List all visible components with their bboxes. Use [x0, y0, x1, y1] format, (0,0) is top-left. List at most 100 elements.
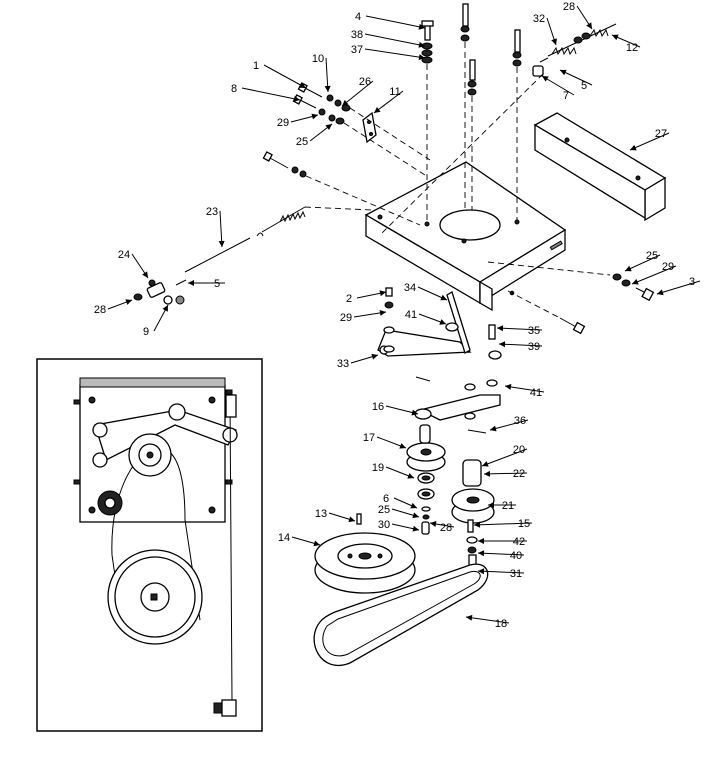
callout-leader-c29b: [631, 265, 677, 285]
callout-arrow-c41a: [439, 319, 446, 325]
callout-arrow-c14: [313, 540, 320, 547]
callout-number-c15: 15: [518, 518, 530, 530]
callout-leader-c4: [365, 15, 426, 29]
callout-number-c9: 9: [143, 326, 149, 338]
callout-arrow-c29a: [311, 113, 318, 120]
callout-leader-c8: [241, 87, 301, 101]
callout-leader-c11: [373, 90, 404, 114]
assembled-inset: [36, 358, 263, 732]
callout-number-c25b: 25: [646, 250, 658, 262]
callout-number-c29b: 29: [662, 261, 674, 273]
callout-number-c28c: 28: [440, 522, 452, 534]
callout-arrow-c40: [478, 550, 485, 557]
callout-leader-c38: [364, 33, 426, 47]
right-bolt-hardware: [487, 261, 655, 302]
pulley-17: [406, 424, 446, 472]
callout-number-c42: 42: [513, 536, 525, 548]
callout-number-c40: 40: [510, 550, 522, 562]
callout-arrow-c8: [293, 95, 300, 102]
callout-number-c12: 12: [626, 42, 638, 54]
callout-arrow-c5b: [188, 280, 194, 286]
callout-arrow-c16: [411, 409, 418, 416]
callout-leader-c35: [496, 327, 543, 331]
callout-leader-c36: [489, 419, 529, 431]
callout-arrow-c34: [440, 294, 447, 301]
callout-number-c7: 7: [563, 90, 569, 102]
callout-number-c24: 24: [118, 249, 130, 261]
callout-number-c10: 10: [312, 53, 324, 65]
callout-arrow-c37: [418, 54, 425, 61]
callout-arrow-c13: [348, 516, 355, 523]
callout-arrow-c23: [218, 240, 225, 247]
callout-number-c38: 38: [351, 29, 363, 41]
callout-leader-c22: [483, 472, 528, 475]
callout-leader-c37: [364, 48, 426, 59]
callout-arrow-c36: [490, 425, 497, 432]
callout-number-c28b: 28: [94, 304, 106, 316]
callout-arrow-c21: [488, 502, 494, 508]
callout-leader-c18: [465, 616, 510, 624]
bracket-11: [362, 111, 377, 144]
callout-arrow-c28b: [125, 299, 132, 305]
callout-arrow-c17: [399, 443, 406, 449]
callout-number-c35: 35: [528, 325, 540, 337]
callout-arrow-c15: [474, 521, 481, 528]
callout-arrow-c41b: [505, 383, 512, 390]
callout-arrow-c27: [630, 144, 637, 151]
callout-number-c33: 33: [337, 358, 349, 370]
callout-arrow-c28a: [586, 22, 592, 29]
callout-number-c1: 1: [253, 60, 259, 72]
callout-arrow-c7: [542, 76, 549, 82]
callout-arrow-c20: [482, 461, 489, 467]
bearings-19: [356, 472, 435, 535]
callout-number-c20: 20: [513, 444, 525, 456]
callout-leader-c20: [481, 448, 528, 467]
callout-leader-c40: [477, 552, 525, 556]
callout-arrow-c6: [410, 502, 417, 509]
callout-arrow-c2: [379, 290, 386, 297]
callout-number-c6: 6: [383, 493, 389, 505]
callout-leader-c27: [629, 132, 670, 151]
callout-number-c28a: 28: [563, 1, 575, 13]
callout-arrow-c10: [324, 85, 331, 92]
callout-number-c37: 37: [351, 44, 363, 56]
mounting-plate: [364, 161, 567, 312]
callout-number-c22: 22: [513, 468, 525, 480]
callout-arrow-c33: [371, 353, 378, 360]
callout-leader-c26: [341, 80, 374, 107]
callout-number-c23: 23: [206, 206, 218, 218]
clevis-24: [133, 279, 187, 305]
callout-arrow-c25c: [412, 512, 419, 519]
pulley-21: [451, 459, 495, 568]
callout-leader-c23: [219, 210, 223, 248]
callout-arrow-c30: [412, 525, 419, 532]
callout-number-c4: 4: [355, 11, 361, 23]
callout-number-c27: 27: [655, 128, 667, 140]
callout-number-c21: 21: [502, 500, 514, 512]
callout-number-c25c: 25: [378, 504, 390, 516]
callout-leader-c39: [498, 343, 543, 347]
callout-leader-c41b: [504, 385, 545, 393]
lower-bolt: [507, 290, 586, 335]
callout-arrow-c31: [478, 568, 485, 575]
callout-number-c3: 3: [689, 276, 695, 288]
pulley-14: [314, 532, 416, 594]
belt-18: [313, 563, 489, 666]
callout-leader-c7: [541, 75, 575, 96]
callout-number-c14: 14: [278, 532, 290, 544]
callout-arrow-c4: [418, 23, 425, 30]
callout-number-c18: 18: [495, 618, 507, 630]
callout-number-c16: 16: [372, 401, 384, 413]
callout-leader-c3: [656, 280, 701, 295]
callout-number-c29c: 29: [340, 312, 352, 324]
bracket-27: [533, 112, 667, 222]
callout-arrow-c11: [374, 106, 381, 113]
vertical-bolts: [421, 3, 522, 224]
callout-arrow-c25b: [625, 265, 632, 272]
callout-arrow-c29b: [632, 278, 639, 285]
callout-number-c5a: 5: [581, 80, 587, 92]
callout-arrow-c39: [499, 341, 506, 348]
idler-arms: [377, 287, 502, 434]
callout-arrow-c12: [612, 34, 619, 41]
